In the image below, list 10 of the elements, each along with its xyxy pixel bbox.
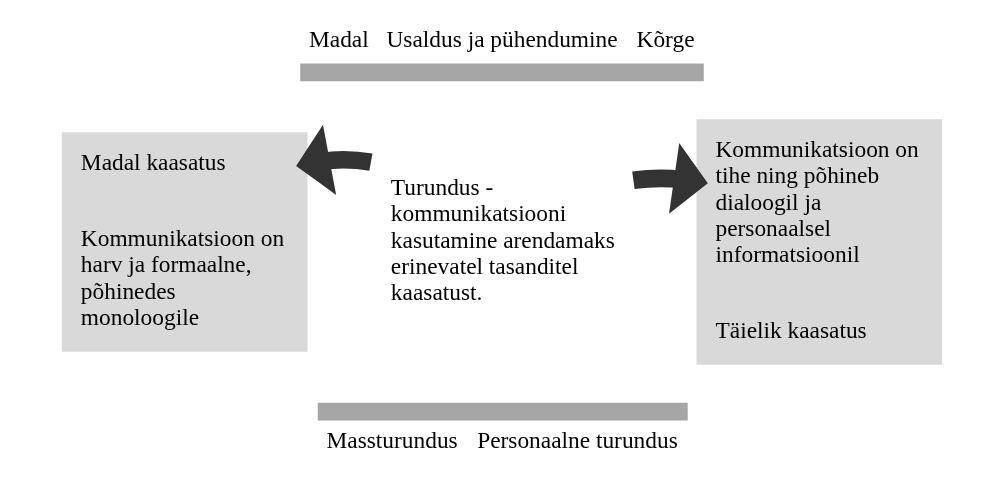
label: Madal [308,26,369,53]
label: Kõrge [636,26,695,53]
node-text: Turundus - kommunikatsiooni kasutamine arendamaks erinevatel tasanditel kaasatust. [390,173,615,306]
label: Usaldus ja pühendumine [385,26,618,53]
arrow [631,143,708,214]
label: Massturundus [326,426,458,453]
label: Personaalne turundus [476,426,678,453]
node-box: Madal kaasatus Kommunikatsioon on harv ja formaalne, põhinedes monoloogile [61,132,307,352]
arrow [295,124,372,195]
node-box: Kommunikatsioon on tihe ning põhineb dialoogil ja personaalsel informatsioonil Täielik kaasatus [696,119,942,365]
